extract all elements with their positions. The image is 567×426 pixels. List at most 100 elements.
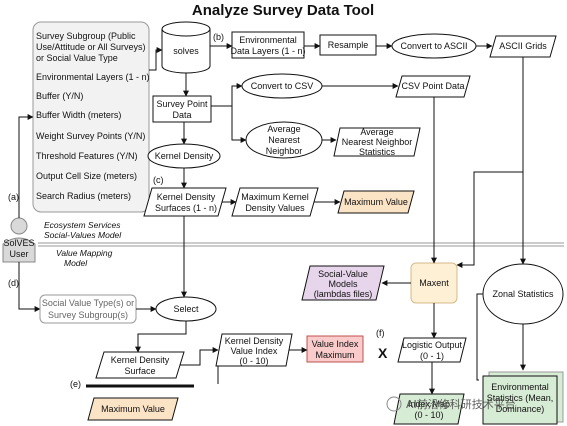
inputs-list: Survey Subgroup (Public Use/Attitude or … [36, 31, 150, 201]
node-select-label: Select [173, 304, 199, 314]
node-ann-stats-label: Statistics [359, 147, 396, 157]
node-logistic-label: Logistic Output [402, 340, 463, 350]
connector [149, 47, 163, 71]
node-solves: solves [173, 46, 199, 56]
node-svt-label: Social Value Type(s) or [42, 298, 134, 308]
node-ann-statistics [333, 127, 421, 157]
node-kds-label: Surfaces (1 - n) [155, 203, 217, 213]
node-ann-label: Nearest [268, 135, 300, 145]
marker-f: (f) [376, 328, 385, 338]
node-ann-label: Average [267, 124, 300, 134]
marker-b: (b) [213, 32, 224, 42]
connector [231, 106, 247, 143]
node-vim-label: Value Index [312, 339, 359, 349]
node-kdvi-label: (0 - 10) [239, 356, 268, 366]
connector [180, 347, 219, 366]
node-env-stats-label: Environmental [491, 382, 549, 392]
input-item: or Social Value Type [36, 53, 118, 63]
node-kernel-density-value-index [215, 333, 293, 367]
node-maximum-value-2-label: Maximum Value [101, 404, 165, 414]
node-kernel-density-surfaces [143, 187, 227, 217]
input-item: Buffer Width (meters) [36, 110, 121, 120]
node-mkdv-label: Density Values [245, 203, 305, 213]
node-vim-label: Maximum [315, 350, 354, 360]
connector [18, 114, 34, 218]
node-svm-label: (lambdas files) [314, 289, 373, 299]
node-kds2-label: Surface [124, 366, 155, 376]
node-survey-point-data [152, 95, 212, 123]
watermark: AI前沿修科研技术平台 [386, 396, 516, 412]
input-item: Buffer (Y/N) [36, 91, 83, 101]
node-survey-point-label: Data [172, 110, 191, 120]
marker-d: (d) [8, 278, 19, 288]
node-maximum-value [337, 190, 415, 214]
node-ascii-grids-label: ASCII Grids [499, 41, 547, 51]
node-maximum-value-2 [87, 397, 179, 421]
node-ann-stats-label: Average [360, 127, 393, 137]
node-zonal-label: Zonal Statistics [492, 289, 554, 299]
node-resample-label: Resample [328, 40, 369, 50]
node-social-value-models [301, 265, 385, 301]
node-index-map-label: Index Map [408, 399, 450, 409]
eco-model-label: Social-Values Model [44, 230, 122, 240]
input-item: Use/Attitude or All Surveys) [36, 42, 146, 52]
node-logistic-output [397, 337, 467, 363]
x-mark-icon: X [378, 345, 388, 361]
node-kds-label: Kernel Density [157, 192, 216, 202]
node-svm-label: Models [328, 279, 358, 289]
input-item: Environmental Layers (1 - n) [36, 72, 150, 82]
node-svm-label: Social-Value [318, 269, 368, 279]
input-item: Survey Subgroup (Public [36, 31, 136, 41]
watermark-logo-icon [386, 396, 402, 412]
eco-model-label: Ecosystem Services [44, 220, 121, 230]
node-svt-label: Survey Subgroup(s) [48, 310, 128, 320]
node-maxent-label: Maxent [419, 278, 449, 288]
node-max-kernel-density-values [231, 187, 319, 217]
node-logistic-label: (0 - 1) [420, 351, 444, 361]
marker-a: (a) [8, 192, 19, 202]
node-convert-csv-label: Convert to CSV [251, 81, 314, 91]
value-mapping-label: Model [64, 258, 88, 268]
user-label: SolVES [3, 238, 34, 248]
node-kernel-density-label: Kernel Density [155, 151, 214, 161]
solves-database-icon [161, 21, 211, 74]
connector [135, 321, 187, 353]
connector [476, 293, 483, 381]
node-env-stats-label: Dominance) [496, 404, 545, 414]
diagram-title: Analyze Survey Data Tool [192, 2, 374, 19]
node-maximum-value-label: Maximum Value [344, 197, 408, 207]
connector [18, 262, 41, 312]
node-index-map-label: (0 - 10) [414, 410, 443, 420]
node-csv-point-data [395, 75, 471, 98]
node-ann-stats-label: Nearest Neighbor [342, 137, 413, 147]
node-kdvi-label: Value Index [231, 346, 278, 356]
value-mapping-label: Value Mapping [56, 248, 113, 258]
node-csv-point-label: CSV Point Data [401, 81, 464, 91]
node-kds2-label: Kernel Density [111, 355, 170, 365]
input-item: Search Radius (meters) [36, 191, 131, 201]
node-ascii-grids [489, 35, 557, 58]
node-kernel-density-surface [95, 351, 185, 379]
watermark-text: AI前沿修科研技术平台 [406, 397, 516, 411]
node-convert-ascii-label: Convert to ASCII [400, 41, 467, 51]
node-environmental-statistics [482, 375, 558, 425]
marker-e: (e) [70, 379, 81, 389]
node-index-map [393, 393, 465, 425]
node-env-stats-label: Statistics (Mean, [487, 393, 554, 403]
marker-c: (c) [153, 175, 164, 185]
node-kdvi-label: Kernel Density [225, 336, 284, 346]
node-ann-label: Neighbor [266, 146, 303, 156]
node-mkdv-label: Maximum Kernel [241, 192, 309, 202]
input-item: Output Cell Size (meters) [36, 171, 137, 181]
user-label: User [9, 249, 28, 259]
input-item: Weight Survey Points (Y/N) [36, 131, 145, 141]
node-survey-point-label: Survey Point [156, 99, 208, 109]
node-env-layers-label: Environmental [239, 35, 297, 45]
input-item: Threshold Features (Y/N) [36, 151, 138, 161]
node-env-layers [231, 31, 305, 59]
user-icon [2, 217, 36, 263]
node-env-layers-label: Data Layers (1 - n) [230, 46, 305, 56]
connector [211, 83, 243, 107]
